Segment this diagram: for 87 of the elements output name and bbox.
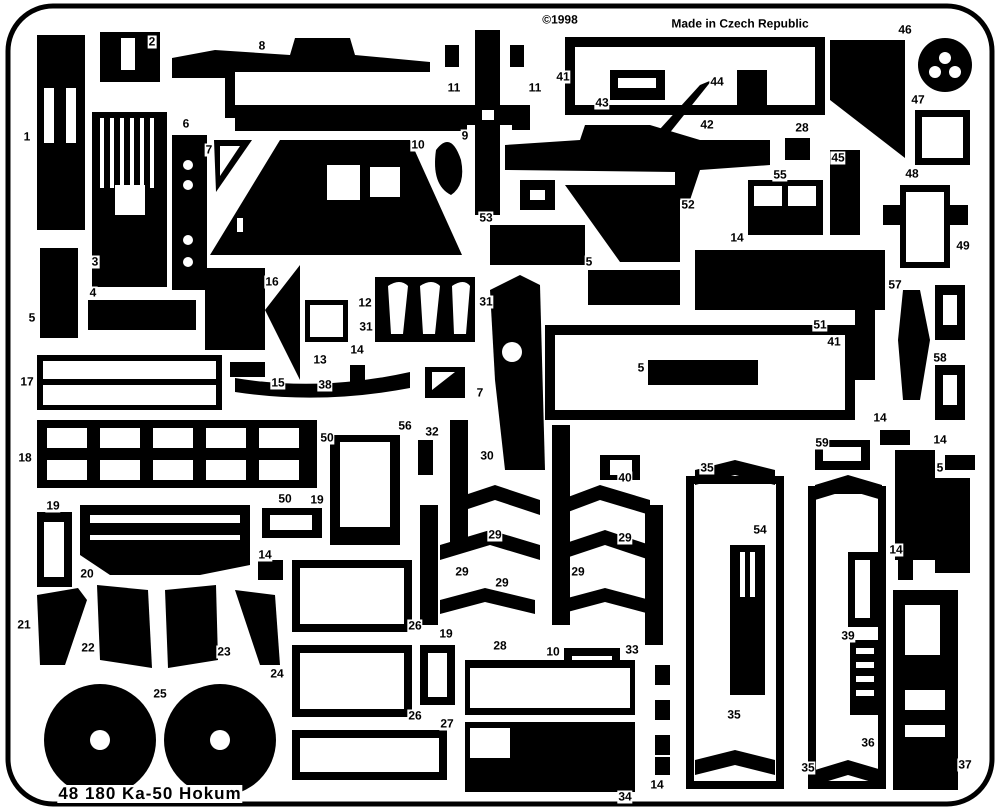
- part-number: 14: [649, 778, 665, 792]
- part-number: 29: [487, 528, 503, 542]
- part-number: 51: [812, 318, 828, 332]
- part-number: 9: [460, 130, 470, 142]
- part-number: 3: [90, 256, 100, 268]
- part-number: 4: [88, 286, 98, 300]
- part-number: 5: [584, 256, 594, 268]
- part-number: 21: [16, 618, 32, 632]
- part-number: 8: [258, 40, 266, 52]
- part-number: 28: [794, 122, 810, 134]
- part-number: 36: [860, 736, 876, 750]
- part-number: 14: [888, 544, 904, 556]
- part-number: 30: [479, 450, 495, 462]
- part-number: 29: [494, 576, 510, 590]
- part-number: 32: [424, 426, 440, 438]
- part-number: 31: [358, 320, 374, 334]
- copyright-note: ©1998: [541, 14, 579, 26]
- part-number: 5: [28, 312, 36, 324]
- part-number: 29: [454, 566, 470, 578]
- part-number: 37: [957, 758, 973, 772]
- part-number: 12: [357, 296, 373, 310]
- part-number: 27: [439, 718, 455, 730]
- part-number: 10: [545, 646, 561, 658]
- part-number: 13: [312, 354, 328, 366]
- part-number: 14: [729, 232, 745, 244]
- part-number: 52: [680, 198, 696, 212]
- part-number: 49: [955, 240, 971, 252]
- part-number: 50: [277, 492, 293, 506]
- part-number: 56: [397, 420, 413, 432]
- part-number: 11: [528, 82, 542, 94]
- part-number: 50: [319, 432, 335, 444]
- part-number: 39: [840, 630, 856, 642]
- part-number: 40: [617, 472, 633, 484]
- part-number: 47: [910, 94, 926, 106]
- part-number: 22: [80, 642, 96, 654]
- part-number: 7: [204, 144, 214, 156]
- part-number: 15: [270, 376, 286, 390]
- part-number: 24: [269, 668, 285, 680]
- part-number: 28: [492, 640, 508, 652]
- part-number: 11: [446, 82, 462, 94]
- part-number: 46: [897, 24, 913, 36]
- part-number: 53: [478, 212, 494, 224]
- part-number: 58: [932, 352, 948, 364]
- fret-title: 48 180 Ka-50 Hokum: [57, 785, 243, 803]
- part-number: 26: [407, 710, 423, 722]
- origin-note: Made in Czech Republic: [670, 18, 810, 30]
- part-number: 29: [570, 566, 586, 578]
- part-number: 10: [410, 138, 426, 152]
- part-number: 23: [216, 646, 232, 658]
- part-number: 20: [79, 568, 95, 580]
- part-number: 1: [22, 130, 32, 144]
- part-number: 5: [936, 462, 944, 474]
- part-number: 6: [182, 118, 190, 130]
- part-number: 31: [478, 296, 494, 308]
- part-number: 29: [617, 532, 633, 544]
- part-number: 14: [932, 434, 948, 446]
- part-number: 7: [476, 386, 484, 400]
- part-number: 41: [826, 336, 842, 348]
- part-number: 54: [752, 524, 768, 536]
- part-number: 38: [317, 378, 333, 392]
- part-number: 48: [904, 168, 920, 180]
- part-number: 44: [709, 76, 725, 88]
- part-number: 17: [19, 376, 35, 388]
- part-number: 14: [349, 344, 365, 356]
- part-number: 43: [594, 96, 610, 110]
- part-number: 59: [814, 436, 830, 450]
- part-number: 19: [309, 494, 325, 506]
- part-number: 14: [872, 412, 888, 424]
- part-number: 26: [407, 620, 423, 632]
- part-number: 41: [555, 70, 571, 84]
- part-number: 45: [830, 152, 846, 164]
- part-number: 5: [636, 362, 646, 374]
- part-number: 33: [624, 644, 640, 656]
- part-number: 35: [699, 462, 715, 474]
- part-number: 2: [148, 36, 156, 48]
- part-number: 57: [887, 278, 903, 292]
- part-number: 19: [438, 628, 454, 640]
- part-number: 42: [699, 118, 715, 132]
- part-number: 16: [264, 276, 280, 288]
- part-number: 55: [772, 168, 788, 182]
- part-number: 35: [800, 762, 816, 774]
- part-number: 19: [45, 500, 61, 512]
- part-number: 14: [257, 548, 273, 562]
- part-number: 34: [617, 790, 633, 804]
- part-number: 35: [726, 708, 742, 722]
- part-number: 18: [17, 452, 33, 464]
- part-number: 25: [152, 688, 168, 700]
